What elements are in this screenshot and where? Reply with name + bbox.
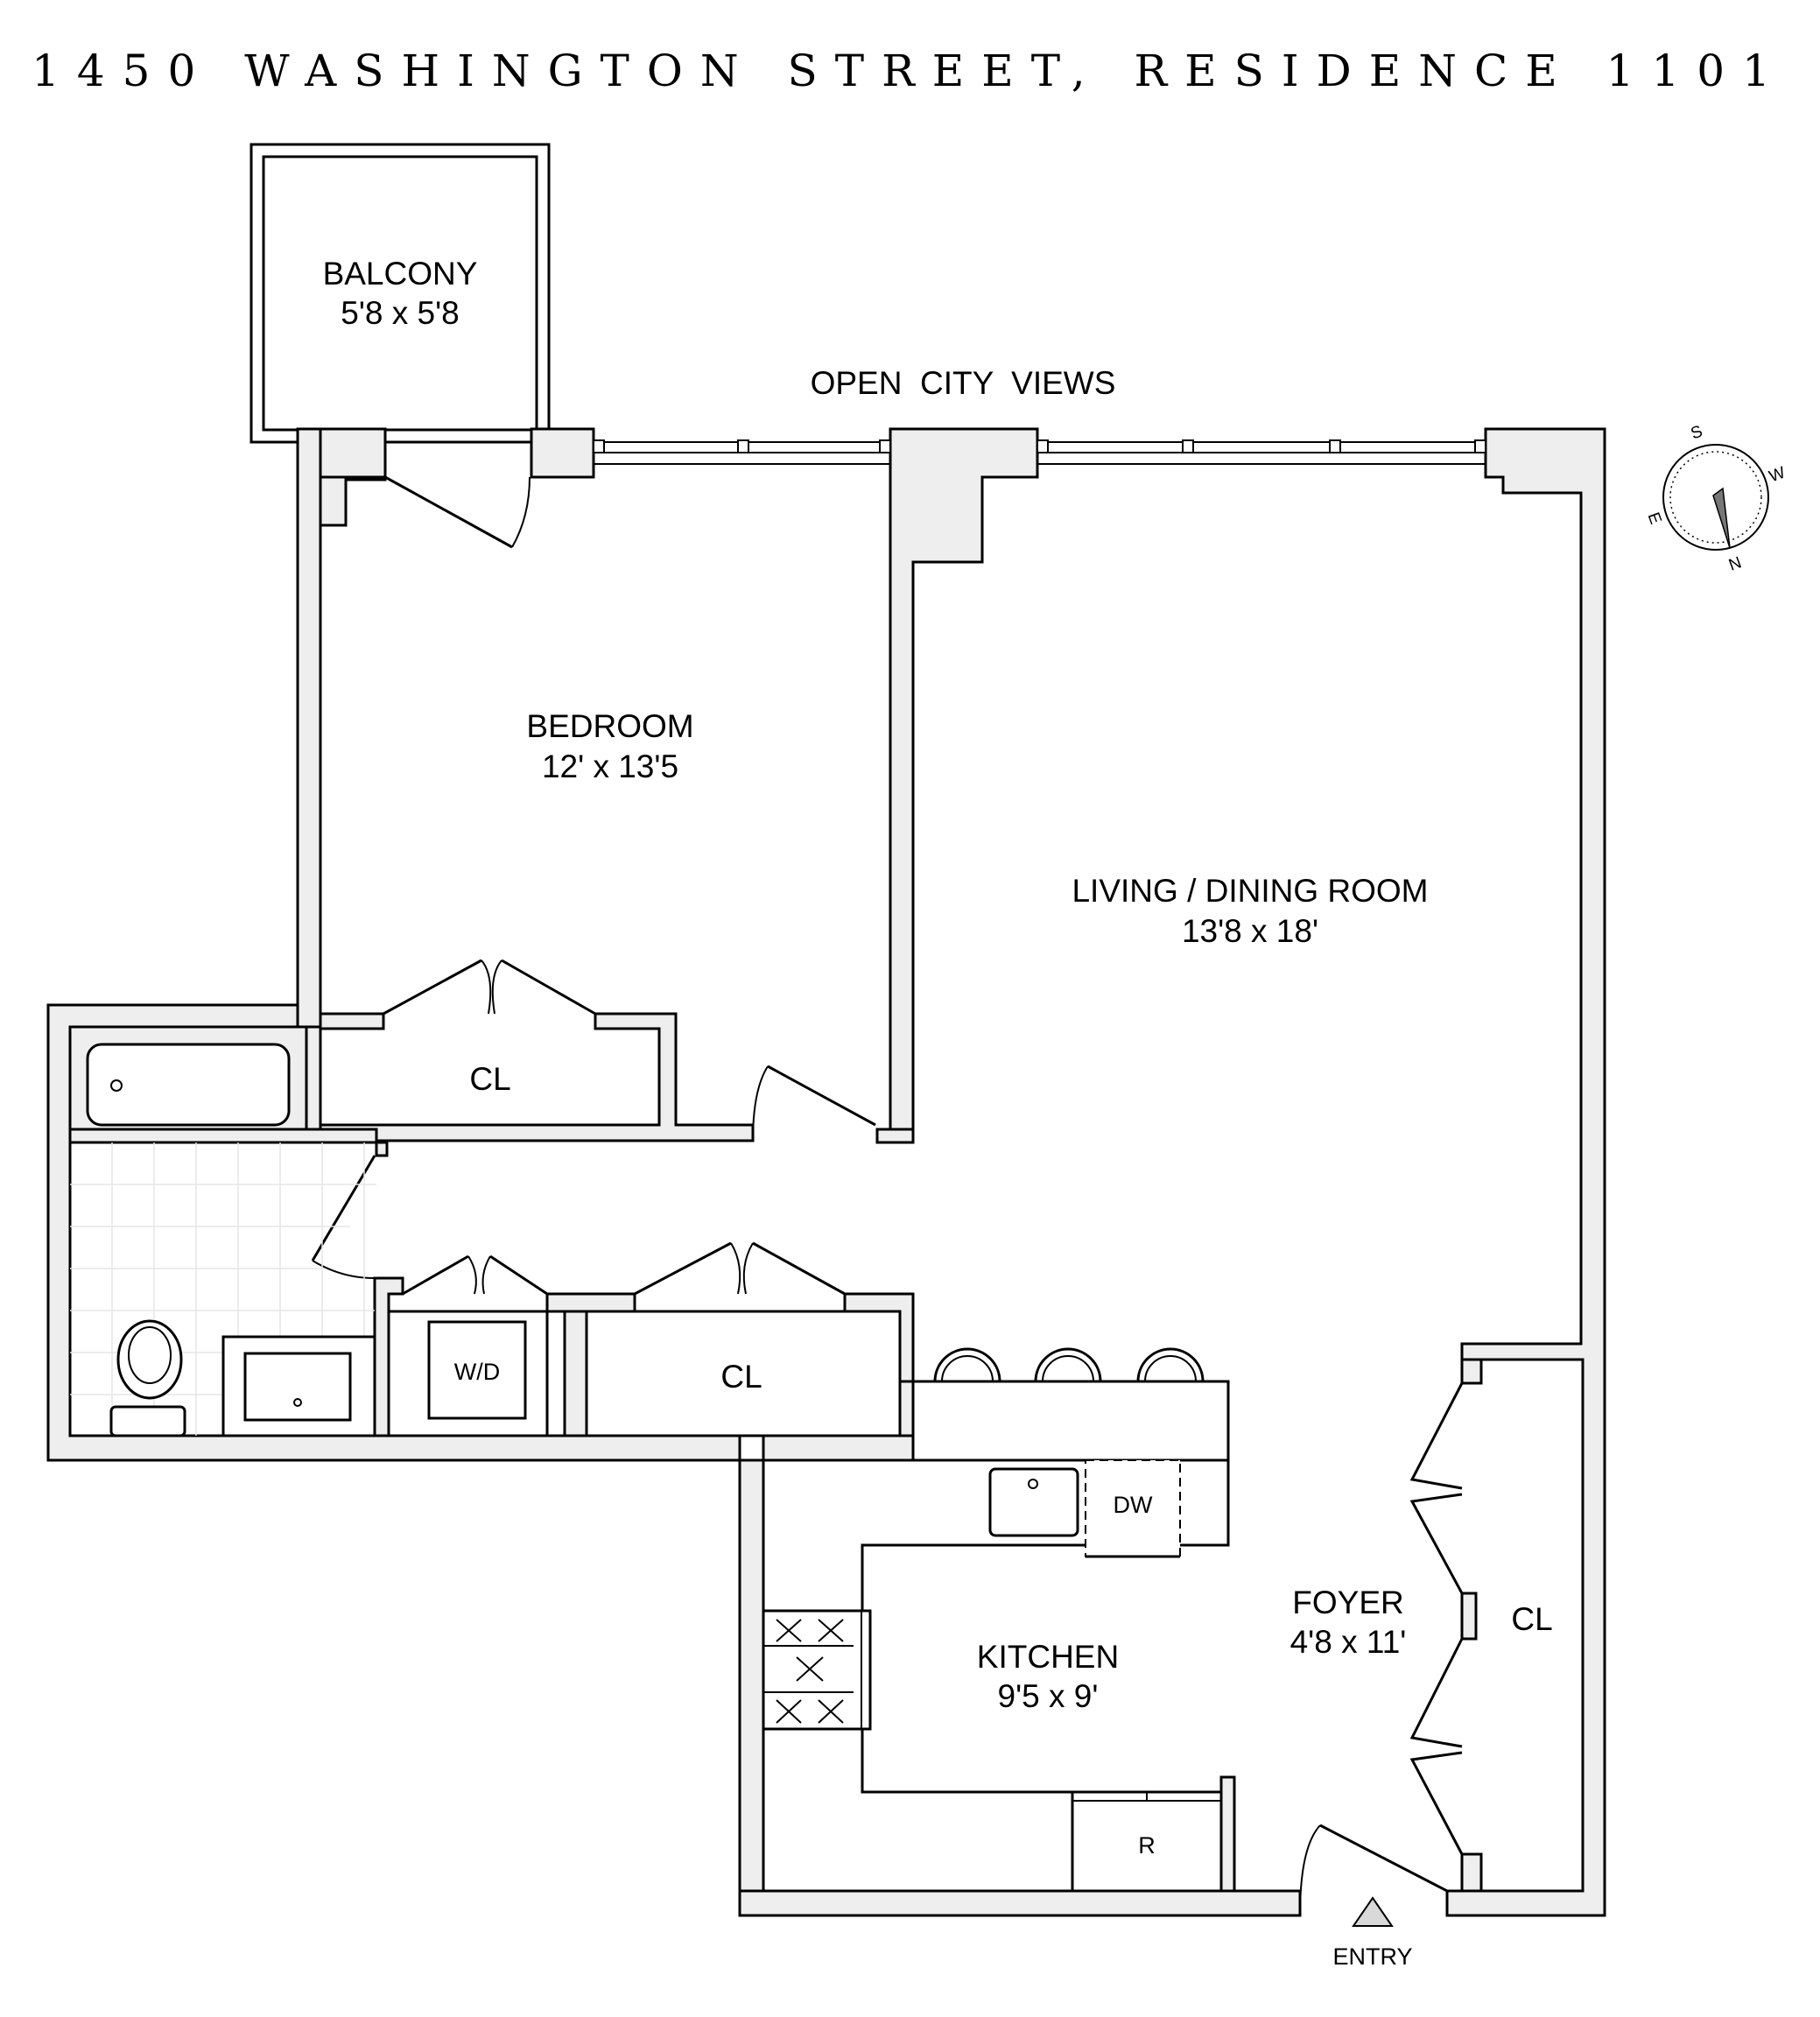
exterior-wall	[875, 427, 1039, 1144]
refrigerator-label: R	[1138, 1832, 1156, 1859]
bar-stool	[933, 1347, 1001, 1383]
foyer-dims: 4'8 x 11'	[1290, 1624, 1407, 1660]
view-label: OPEN CITY VIEWS	[811, 365, 1116, 401]
bathroom-vanity	[221, 1335, 376, 1437]
window	[593, 439, 891, 465]
bedroom-closet-label: CL	[469, 1061, 510, 1097]
compass-south: S	[1689, 422, 1705, 443]
washer-dryer-label: W/D	[454, 1359, 500, 1385]
balcony-door	[384, 475, 531, 549]
balcony-dims: 5'8 x 5'8	[341, 295, 460, 331]
exterior-wall	[46, 427, 1302, 1917]
compass-north: N	[1726, 553, 1744, 574]
bedroom-door	[752, 1065, 876, 1142]
kitchen-counter: DW	[763, 1380, 1230, 1794]
entry-door	[1299, 1824, 1448, 1916]
entry-label: ENTRY	[1332, 1943, 1412, 1970]
foyer-closet-label: CL	[1511, 1601, 1552, 1637]
compass-east: E	[1643, 510, 1664, 527]
bar-stool	[1034, 1347, 1102, 1383]
hall-closet-label: CL	[720, 1359, 762, 1395]
closet-door	[402, 1254, 548, 1296]
compass-west: W	[1767, 464, 1788, 487]
refrigerator: R	[1071, 1790, 1223, 1893]
plan-title: 1450 WASHINGTON STREET, RESIDENCE 1101	[32, 46, 1788, 96]
toilet	[109, 1319, 186, 1437]
closet-door	[634, 1241, 846, 1296]
entry-arrow-icon	[1352, 1896, 1394, 1927]
balcony	[249, 143, 551, 444]
dishwasher-label: DW	[1114, 1492, 1153, 1518]
foyer-name: FOYER	[1292, 1585, 1403, 1620]
kitchen-name: KITCHEN	[977, 1639, 1119, 1675]
living-room-name: LIVING / DINING ROOM	[1072, 873, 1428, 909]
exterior-wall	[530, 427, 595, 479]
living-room-dims: 13'8 x 18'	[1182, 913, 1318, 949]
kitchen-dims: 9'5 x 9'	[998, 1678, 1099, 1714]
washer-dryer: W/D	[387, 1310, 549, 1437]
bedroom-dims: 12' x 13'5	[542, 748, 678, 784]
bedroom-name: BEDROOM	[526, 708, 693, 744]
closet-door	[1409, 1382, 1464, 1855]
closet-door	[383, 959, 596, 1016]
bathtub	[86, 1043, 291, 1127]
compass-icon: N S W E	[1643, 422, 1788, 574]
balcony-name: BALCONY	[323, 256, 478, 292]
exterior-wall	[1445, 427, 1606, 1917]
bar-stool	[1136, 1347, 1205, 1383]
stove	[762, 1609, 872, 1731]
window	[1036, 439, 1486, 465]
